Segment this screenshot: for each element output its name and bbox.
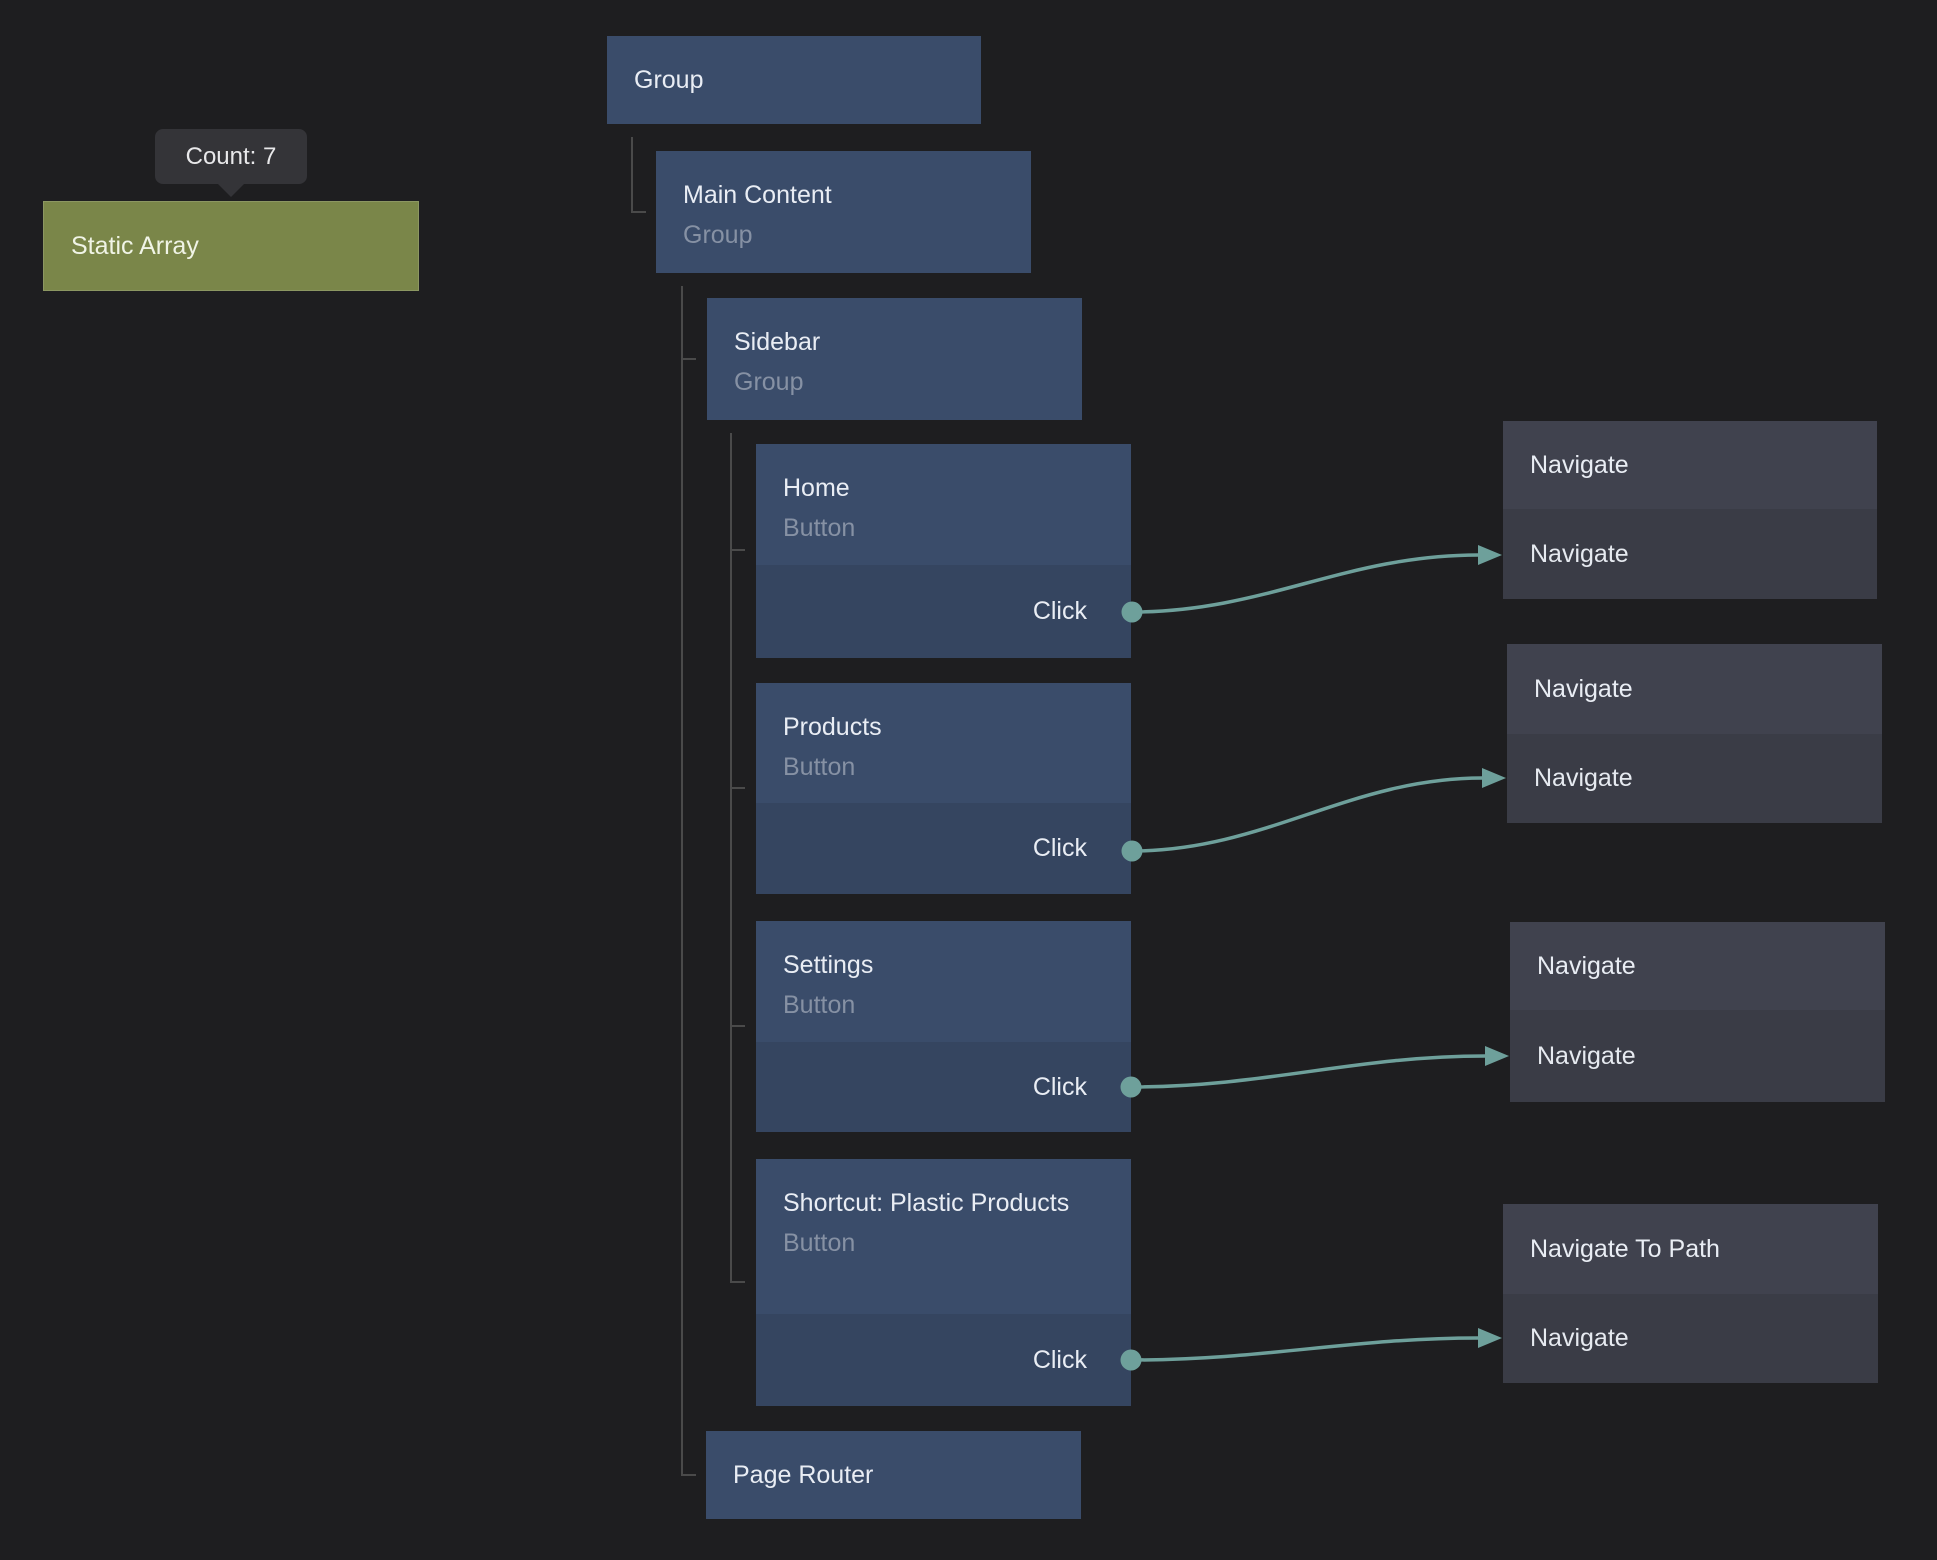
node-group[interactable]: Group (607, 36, 981, 124)
node-type-label: Button (783, 1229, 856, 1257)
tree-connector-sidebar-spine (730, 433, 745, 1283)
node-home-button[interactable]: Home Button Click (756, 444, 1131, 658)
input-port-row: Navigate (1510, 1010, 1885, 1102)
navigate-input-label: Navigate (1530, 539, 1629, 568)
output-port-row: Click (756, 565, 1131, 658)
node-shortcut-plastic-products-button[interactable]: Shortcut: Plastic Products Button Click (756, 1159, 1131, 1406)
navigate-input-arrow[interactable] (1478, 545, 1502, 565)
navigate-input-label: Navigate (1537, 1041, 1636, 1070)
node-title: Page Router (733, 1460, 874, 1489)
node-type-label: Group (734, 368, 804, 396)
node-settings-button[interactable]: Settings Button Click (756, 921, 1131, 1132)
node-title: Sidebar (734, 328, 821, 356)
node-title: Group (634, 65, 704, 94)
node-title: Navigate (1537, 951, 1636, 980)
tree-connector-maincontent-spine (681, 286, 696, 1476)
connection-wire-products-navigate[interactable] (1131, 776, 1483, 853)
navigate-input-arrow[interactable] (1482, 768, 1506, 788)
input-port-row: Navigate (1503, 509, 1877, 599)
node-title: Navigate (1534, 674, 1633, 703)
navigate-input-arrow[interactable] (1485, 1046, 1509, 1066)
node-title: Main Content (683, 181, 832, 209)
node-type-label: Button (783, 991, 856, 1019)
connection-wire-settings-navigate[interactable] (1130, 1054, 1486, 1089)
tooltip-pointer (217, 183, 245, 197)
node-title: Products (783, 713, 882, 741)
node-title: Settings (783, 951, 874, 979)
node-title: Navigate (1530, 450, 1629, 479)
tree-connector-group-maincontent (631, 137, 646, 213)
navigate-input-arrow[interactable] (1478, 1328, 1502, 1348)
node-main-content[interactable]: Main Content Group (656, 151, 1031, 273)
click-output-label: Click (1032, 1072, 1087, 1101)
node-navigate-3[interactable]: Navigate Navigate (1510, 922, 1885, 1102)
navigate-input-label: Navigate (1534, 764, 1633, 792)
navigate-input-label: Navigate (1530, 1324, 1629, 1352)
node-title: Shortcut: Plastic Products (783, 1189, 1070, 1217)
click-output-label: Click (1032, 834, 1087, 862)
connection-wire-shortcut-navigatetopath[interactable] (1130, 1336, 1479, 1362)
input-port-row: Navigate (1503, 1294, 1878, 1383)
click-output-label: Click (1032, 1345, 1087, 1374)
node-page-router[interactable]: Page Router (706, 1431, 1081, 1519)
output-port-row: Click (756, 1314, 1131, 1406)
node-title: Static Array (71, 231, 199, 260)
node-title: Navigate To Path (1530, 1234, 1720, 1263)
click-output-label: Click (1032, 597, 1087, 625)
connection-wire-home-navigate[interactable] (1131, 553, 1479, 614)
node-type-label: Group (683, 221, 753, 249)
node-navigate-to-path[interactable]: Navigate To Path Navigate (1503, 1204, 1878, 1383)
node-title: Home (783, 474, 850, 502)
node-type-label: Button (783, 753, 856, 781)
node-static-array[interactable]: Static Array (43, 201, 419, 291)
input-port-row: Navigate (1507, 734, 1882, 823)
count-tooltip-label: Count: 7 (185, 142, 277, 170)
node-products-button[interactable]: Products Button Click (756, 683, 1131, 894)
output-port-row: Click (756, 803, 1131, 894)
node-sidebar[interactable]: Sidebar Group (707, 298, 1082, 420)
node-type-label: Button (783, 514, 856, 542)
count-tooltip: Count: 7 (155, 129, 307, 197)
node-navigate-1[interactable]: Navigate Navigate (1503, 421, 1877, 599)
output-port-row: Click (756, 1042, 1131, 1132)
node-navigate-2[interactable]: Navigate Navigate (1507, 644, 1882, 823)
